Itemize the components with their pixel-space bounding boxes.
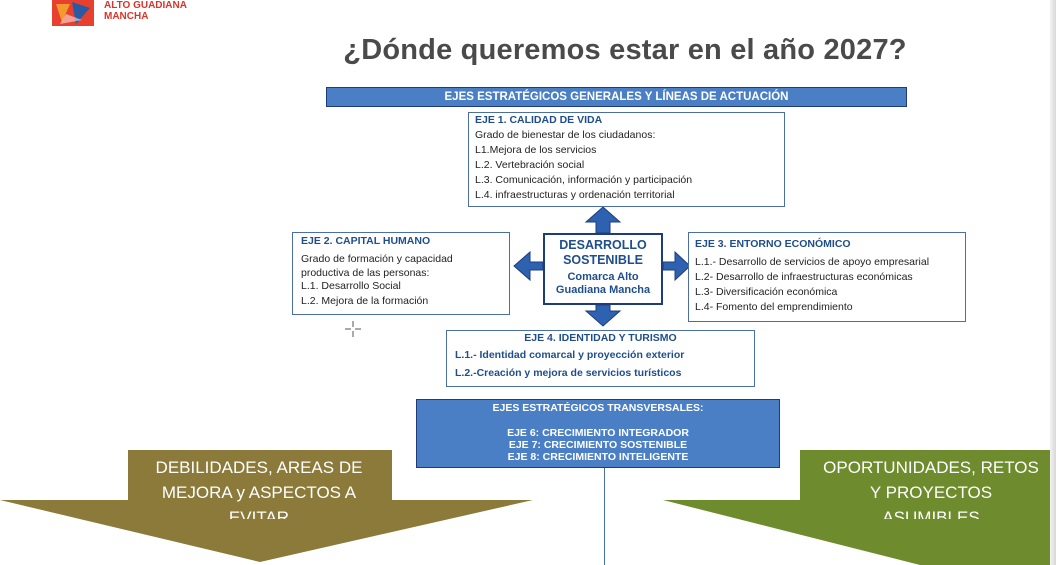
- opportunities-label: OPORTUNIDADES, RETOS Y PROYECTOS ASUMIBL…: [800, 455, 1056, 519]
- eje3-line-1: L.1.- Desarrollo de servicios de apoyo e…: [695, 256, 930, 268]
- arrow-right: [662, 250, 691, 282]
- transversal-line-1: EJE 6: CRECIMIENTO INTEGRADOR: [507, 427, 689, 439]
- logo-line-1: ALTO GUADIANA: [104, 0, 187, 11]
- transversal-heading: EJES ESTRATÉGICOS TRANSVERSALES:: [492, 402, 704, 414]
- eje2-line-1: L.1. Desarrollo Social: [301, 280, 401, 292]
- arrow-down: [584, 304, 622, 327]
- eje3-title: EJE 3. ENTORNO ECONÓMICO: [695, 238, 851, 250]
- opportunities-line-2: Y PROYECTOS: [869, 483, 993, 502]
- eje4-box: EJE 4. IDENTIDAD Y TURISMO L.1.- Identid…: [446, 330, 755, 387]
- eje1-line-2: L.2. Vertebración social: [475, 159, 585, 171]
- transversal-axes-box: EJES ESTRATÉGICOS TRANSVERSALES: EJE 6: …: [416, 399, 780, 468]
- weaknesses-line-2: MEJORA y ASPECTOS A: [161, 483, 357, 502]
- transversal-line-3: EJE 8: CRECIMIENTO INTELIGENTE: [507, 451, 689, 463]
- transversal-line-2: EJE 7: CRECIMIENTO SOSTENIBLE: [508, 439, 688, 451]
- center-sub-2: Guadiana Mancha: [555, 284, 651, 296]
- eje3-line-2: L.2- Desarrollo de infraestructuras econ…: [695, 271, 913, 283]
- eje2-box: EJE 2. CAPITAL HUMANO Grado de formación…: [292, 232, 510, 315]
- arrow-left: [513, 250, 544, 282]
- weaknesses-arrow-shape: [0, 450, 533, 562]
- weaknesses-label: DEBILIDADES, AREAS DE MEJORA y ASPECTOS …: [128, 455, 390, 519]
- eje4-line-1: L.1.- Identidad comarcal y proyección ex…: [455, 349, 685, 361]
- center-title-1: DESARROLLO: [559, 238, 647, 252]
- weaknesses-line-1: DEBILIDADES, AREAS DE: [155, 458, 363, 477]
- eje2-line-2: L.2. Mejora de la formación: [301, 295, 429, 307]
- eje1-title: EJE 1. CALIDAD DE VIDA: [475, 114, 603, 126]
- eje1-line-3: L.3. Comunicación, información y partici…: [475, 174, 693, 186]
- arrow-up: [584, 206, 622, 234]
- logo-line-2: MANCHA: [104, 11, 149, 22]
- scrollbar[interactable]: [1050, 0, 1056, 565]
- logo-icon: [52, 0, 94, 26]
- center-title-2: SOSTENIBLE: [563, 253, 643, 267]
- page-title: ¿Dónde queremos estar en el año 2027?: [343, 34, 907, 66]
- eje1-intro: Grado de bienestar de los ciudadanos:: [475, 129, 656, 141]
- center-box: DESARROLLO SOSTENIBLE Comarca Alto Guadi…: [543, 233, 663, 305]
- eje2-intro-1: Grado de formación y capacidad: [301, 253, 453, 265]
- strategic-banner: EJES ESTRATÉGICOS GENERALES Y LÍNEAS DE …: [326, 87, 907, 107]
- opportunities-line-3: ASUMIBLES: [882, 508, 980, 519]
- eje4-title: EJE 4. IDENTIDAD Y TURISMO: [524, 332, 677, 344]
- eje3-line-3: L.3- Diversificación económica: [695, 286, 838, 298]
- eje1-line-4: L.4. infraestructuras y ordenación terri…: [475, 189, 675, 201]
- eje1-box: EJE 1. CALIDAD DE VIDA Grado de bienesta…: [468, 112, 785, 207]
- eje2-intro-2: productiva de las personas:: [301, 267, 430, 279]
- center-sub-1: Comarca Alto: [567, 271, 639, 283]
- eje3-line-4: L.4- Fomento del emprendimiento: [695, 301, 853, 313]
- divider-line: [604, 468, 605, 565]
- opportunities-arrow-shape: [663, 450, 1056, 565]
- logo-text: ALTO GUADIANA MANCHA: [104, 0, 187, 22]
- eje2-title: EJE 2. CAPITAL HUMANO: [301, 235, 431, 247]
- opportunities-line-1: OPORTUNIDADES, RETOS: [823, 458, 1039, 477]
- eje3-box: EJE 3. ENTORNO ECONÓMICO L.1.- Desarroll…: [688, 232, 966, 322]
- eje1-line-1: L1.Mejora de los servicios: [475, 144, 597, 156]
- crosshair-cursor-icon: [345, 321, 361, 337]
- eje4-line-2: L.2.-Creación y mejora de servicios turí…: [455, 367, 682, 379]
- weaknesses-line-3: EVITAR: [228, 508, 290, 519]
